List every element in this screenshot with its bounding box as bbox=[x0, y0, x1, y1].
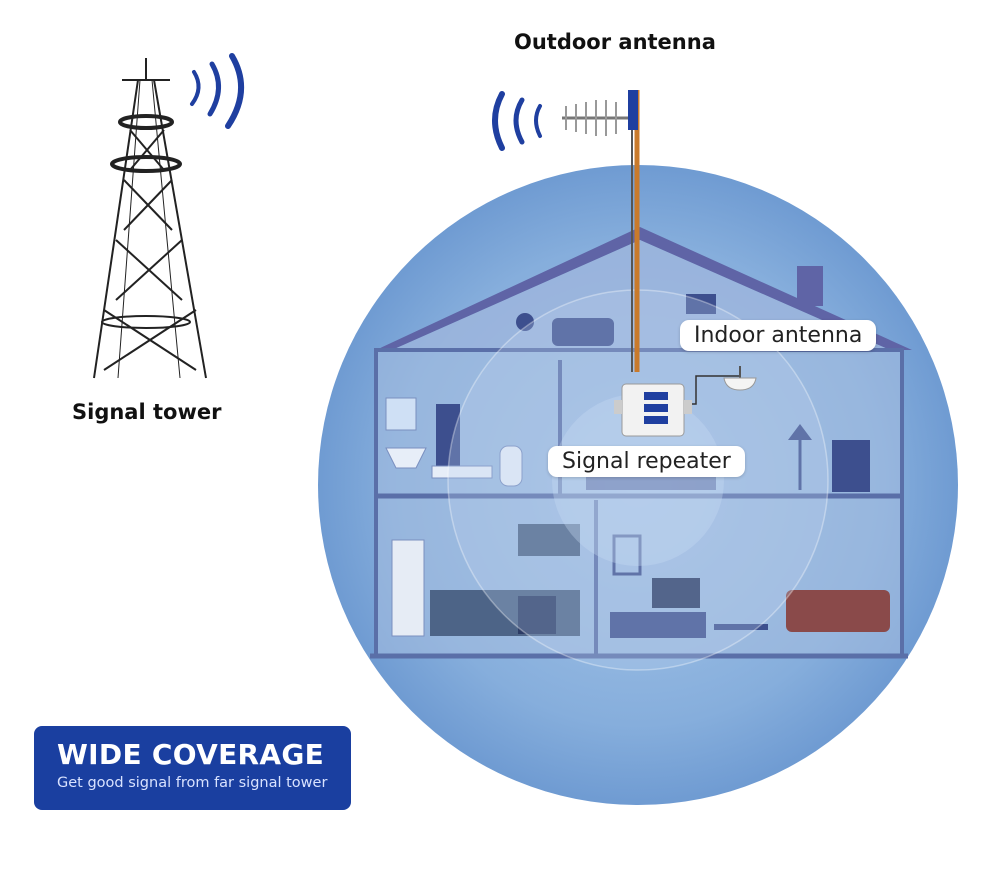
badge-title: WIDE COVERAGE bbox=[57, 738, 325, 771]
signal-tower-icon bbox=[93, 58, 207, 379]
badge-subtitle: Get good signal from far signal tower bbox=[57, 775, 328, 791]
signal-wave-icon bbox=[190, 53, 245, 129]
signal-wave-icon bbox=[492, 91, 542, 151]
wide-coverage-badge: WIDE COVERAGE Get good signal from far s… bbox=[34, 726, 351, 810]
signal-repeater-icon bbox=[614, 383, 692, 437]
outdoor-antenna-label: Outdoor antenna bbox=[514, 30, 716, 54]
sofa-attic bbox=[552, 318, 614, 346]
indoor-antenna-icon bbox=[723, 366, 757, 391]
sofa-living bbox=[786, 590, 890, 632]
signal-tower-label: Signal tower bbox=[72, 400, 222, 424]
coverage-inner-circle bbox=[552, 394, 724, 566]
outdoor-antenna-icon bbox=[562, 90, 638, 136]
signal-repeater-callout: Signal repeater bbox=[548, 446, 745, 477]
indoor-antenna-callout: Indoor antenna bbox=[680, 320, 877, 351]
